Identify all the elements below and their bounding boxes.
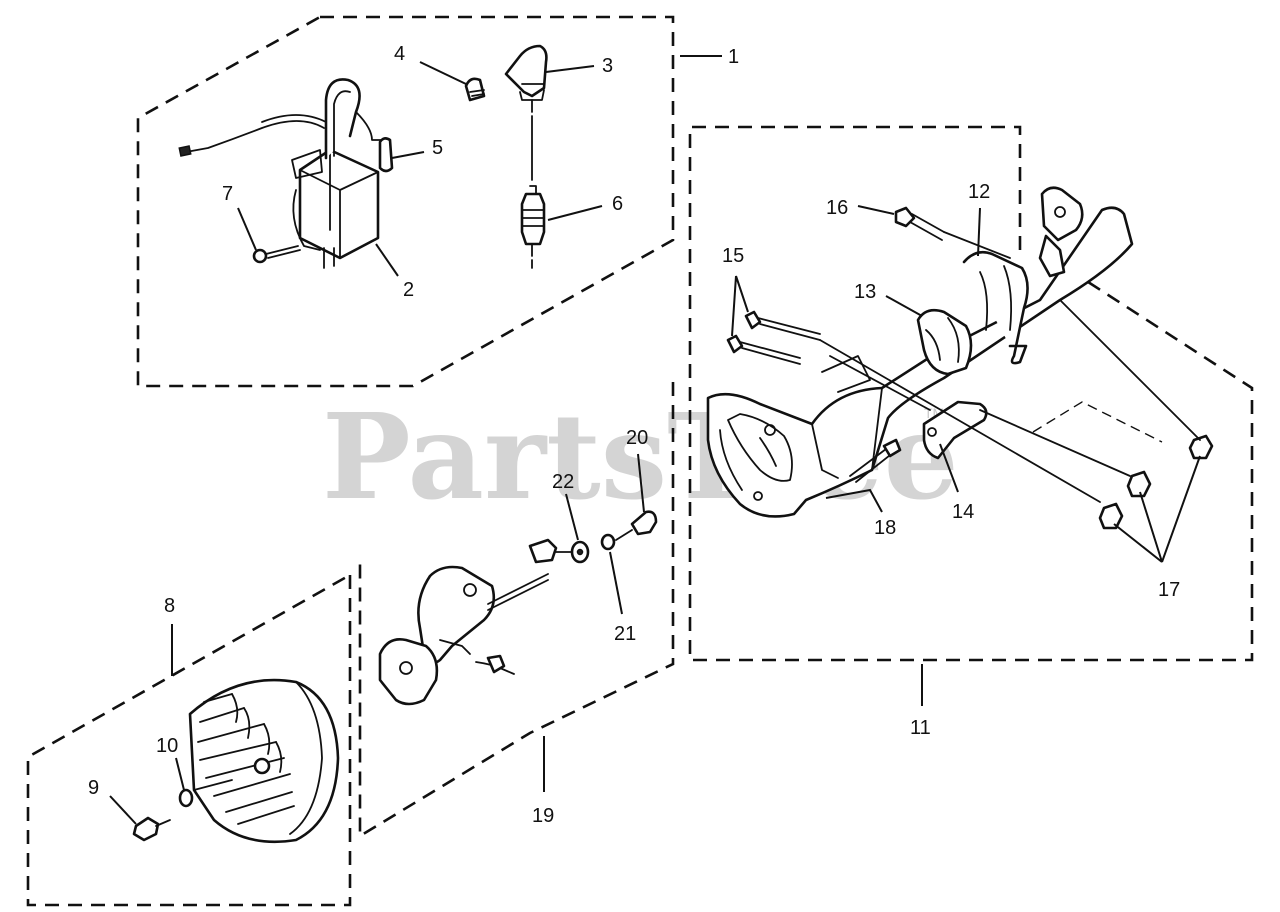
part-coil-screw[interactable] (252, 245, 301, 264)
callout-16: 16 (826, 197, 848, 219)
part-clip-21[interactable] (600, 533, 616, 551)
part-spark-plug[interactable] (520, 185, 546, 269)
callout-11: 11 (910, 717, 931, 739)
part-mounting-bracket[interactable] (1038, 186, 1084, 278)
callout-17: 17 (1158, 579, 1180, 601)
part-bolt-16[interactable] (894, 206, 945, 241)
part-plate-14[interactable] (922, 400, 988, 460)
group-drive-shaft-housing (688, 125, 1254, 662)
part-terminal-cap[interactable] (464, 77, 486, 102)
callout-21: 21 (614, 623, 636, 645)
part-ignition-coil[interactable] (178, 78, 385, 269)
callout-15: 15 (722, 245, 744, 267)
part-spark-plug-boot[interactable] (504, 44, 548, 181)
callout-8: 8 (164, 595, 175, 617)
callout-13: 13 (854, 281, 876, 303)
part-washer-10[interactable] (178, 788, 194, 808)
callout-2: 2 (403, 279, 414, 301)
callout-3: 3 (602, 55, 613, 77)
part-pin-18[interactable] (849, 438, 902, 483)
callout-10: 10 (156, 735, 178, 757)
part-clamp-12[interactable] (962, 250, 1029, 365)
group-ignition (136, 15, 675, 388)
part-clamp-13[interactable] (916, 308, 973, 376)
part-starter-hub[interactable] (378, 538, 583, 706)
part-nuts-17[interactable] (1098, 434, 1214, 530)
part-screws-15[interactable] (726, 310, 821, 365)
callout-labels: 1 2 3 4 5 6 7 8 9 10 11 12 13 14 15 16 1… (88, 43, 1180, 827)
group-ignition-outline (136, 15, 675, 388)
part-nut-9[interactable] (132, 816, 171, 842)
callout-14: 14 (952, 501, 974, 523)
group-flywheel (26, 573, 352, 907)
group-drive-shaft-housing-outline (688, 125, 1254, 662)
callout-4: 4 (394, 43, 405, 65)
callout-1: 1 (728, 46, 739, 68)
group-starter (358, 382, 675, 839)
callout-19: 19 (532, 805, 554, 827)
part-sleeve[interactable] (378, 137, 394, 173)
callout-18: 18 (874, 517, 896, 539)
callout-9: 9 (88, 777, 99, 799)
group-starter-outline (358, 382, 675, 839)
part-flywheel[interactable] (188, 678, 340, 844)
callout-12: 12 (968, 181, 990, 203)
callout-7: 7 (222, 183, 233, 205)
group-flywheel-outline (26, 573, 352, 907)
callout-6: 6 (612, 193, 623, 215)
callout-22: 22 (552, 471, 574, 493)
leader-lines (109, 55, 1201, 825)
callout-5: 5 (432, 137, 443, 159)
part-screw-20[interactable] (615, 510, 658, 541)
callout-20: 20 (626, 427, 648, 449)
part-washer-22[interactable] (570, 540, 590, 564)
